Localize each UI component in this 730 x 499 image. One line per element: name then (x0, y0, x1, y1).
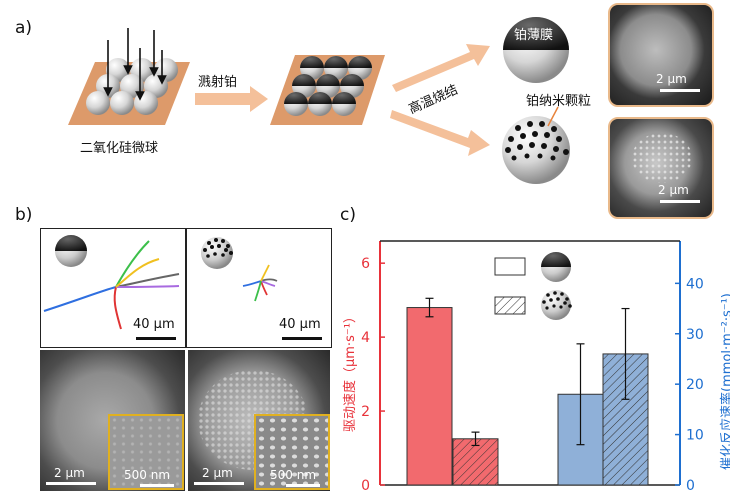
sem-particle-inset-scale-text: 500 nm (270, 468, 317, 482)
sem-particle-scale-text: 2 μm (658, 183, 689, 197)
legend-particle-swatch (494, 296, 526, 315)
trajectory-particle-box: 40 μm (186, 228, 332, 348)
coated-spheres (284, 56, 372, 116)
sem-particle-inset: 500 nm (254, 414, 330, 490)
panel-a-label: a) (15, 18, 33, 38)
sem-particle-scalebar (660, 200, 700, 203)
left-axis-label: 驱动速度（μm·s⁻¹） (343, 310, 358, 432)
traj-particle-scale-text: 40 μm (279, 317, 321, 332)
trajectories-particle (242, 264, 278, 302)
sem-film-motor-scale-text: 2 μm (54, 466, 85, 480)
traj-film-scalebar (136, 337, 176, 340)
film-label: 铂薄膜 (514, 28, 554, 43)
sem-particle-motor-scalebar (194, 482, 244, 485)
arrow-to-film (392, 44, 490, 92)
sputter-arrows (103, 28, 167, 101)
traj-film-scale-text: 40 μm (133, 317, 175, 332)
sem-film-scalebar (660, 89, 700, 92)
sem-film-inset-scalebar (140, 484, 174, 487)
left-tick-label: 0 (361, 478, 370, 494)
sem-particle-inset-scalebar (286, 484, 320, 487)
right-tick-label: 0 (686, 478, 695, 494)
trajectories-film (43, 240, 180, 330)
trajectory-film-plot (43, 235, 180, 340)
step1-arrow (195, 86, 268, 112)
right-tick-label: 40 (686, 276, 704, 292)
particle-leader-line (547, 106, 559, 127)
sem-film-scale-text: 2 μm (656, 72, 687, 86)
left-tick-label: 4 (361, 330, 370, 346)
sem-film-image: 2 μm (608, 3, 714, 107)
particle-sphere-icon (201, 237, 233, 269)
sem-particle-image: 2 μm (608, 117, 714, 219)
right-tick-label: 30 (686, 327, 704, 343)
arrow-to-particles (390, 110, 490, 156)
particle-label: 铂纳米颗粒 (526, 94, 592, 109)
panel-b-label: b) (15, 205, 33, 225)
right-tick-label: 10 (686, 428, 704, 444)
sem-film-inset: 500 nm (108, 414, 184, 490)
traj-particle-scalebar (282, 337, 322, 340)
rate-chart: 0 2 4 6 0 10 20 30 40 (361, 240, 704, 494)
panel-c-label: c) (340, 205, 356, 225)
trajectory-film-box: 40 μm (40, 228, 186, 348)
sem-particle-motor-scale-text: 2 μm (202, 466, 233, 480)
right-tick-label: 20 (686, 377, 704, 393)
sem-particle-dots (632, 133, 692, 183)
left-tick-label: 2 (361, 404, 370, 420)
bar (406, 307, 453, 486)
sem-particle-motor-image: 500 nm 2 μm (188, 350, 330, 491)
film-sphere (503, 17, 569, 83)
trajectory-particle-plot (201, 237, 322, 340)
legend-particle-icon (541, 290, 572, 320)
substrate-label: 二氧化硅微球 (80, 141, 159, 156)
right-axis-label: 催化反应速率(mmol·m⁻²·s⁻¹) (720, 293, 730, 470)
particle-sphere (502, 116, 570, 184)
step1-label: 溅射铂 (198, 75, 238, 90)
left-tick-label: 6 (361, 256, 370, 272)
legend-film-swatch (494, 257, 526, 276)
sem-film-inset-scale-text: 500 nm (124, 468, 171, 482)
panel-a-schematic (68, 17, 570, 184)
sem-film-motor-image: 500 nm 2 μm (40, 350, 185, 491)
sem-film-motor-scalebar (46, 482, 96, 485)
